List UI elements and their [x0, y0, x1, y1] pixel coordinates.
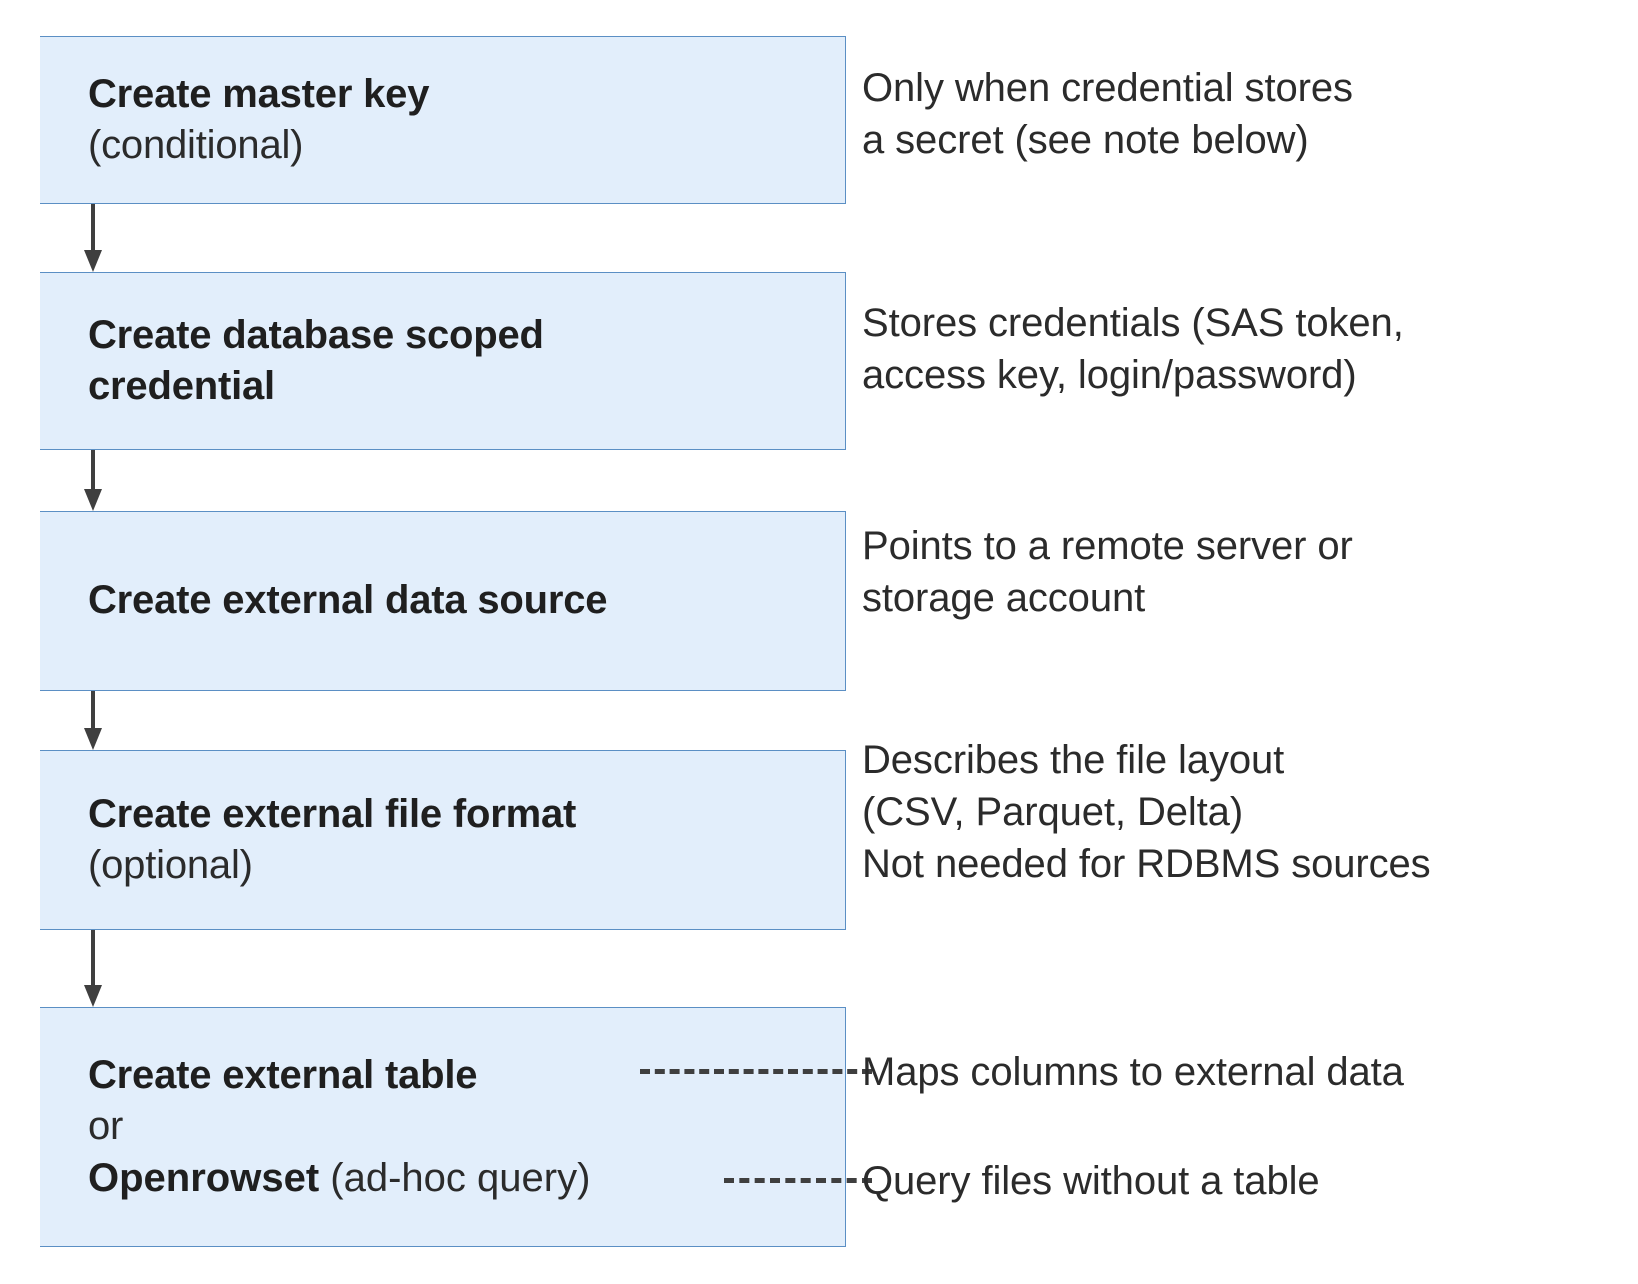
arrow-head — [84, 489, 102, 511]
step-heading: Create database scoped credential — [88, 312, 544, 408]
step-box-create-external-data-source[interactable]: Create external data source — [40, 511, 846, 691]
option-b-qualifier: (ad-hoc query) — [319, 1155, 591, 1200]
step-heading: Create master key — [88, 71, 430, 116]
option-connector-word: or — [88, 1104, 124, 1149]
arrow-shaft — [91, 450, 95, 489]
dashed-connector-1 — [640, 1069, 872, 1074]
down-arrow-connector-1 — [84, 204, 102, 272]
step-box-create-external-file-format[interactable]: Create external file format (optional) — [40, 750, 846, 930]
down-arrow-connector-4 — [84, 930, 102, 1007]
step-box-create-master-key[interactable]: Create master key (conditional) — [40, 36, 846, 204]
step-heading: Create external file format — [88, 791, 577, 836]
note-create-external-file-format: Describes the file layout (CSV, Parquet,… — [862, 738, 1431, 886]
down-arrow-connector-2 — [84, 450, 102, 511]
note-openrowset: Query files without a table — [862, 1159, 1320, 1203]
note-create-master-key: Only when credential stores a secret (se… — [862, 66, 1353, 162]
step-qualifier: (optional) — [88, 843, 253, 887]
option-b-label: Openrowset — [88, 1155, 320, 1200]
arrow-head — [84, 250, 102, 272]
note-create-external-table: Maps columns to external data — [862, 1050, 1404, 1094]
step-box-create-external-table-or-openrowset[interactable]: Create external table or Openrowset (ad-… — [40, 1007, 846, 1247]
note-create-external-data-source: Points to a remote server or storage acc… — [862, 524, 1353, 620]
arrow-shaft — [91, 691, 95, 728]
arrow-head — [84, 728, 102, 750]
step-heading: Create external data source — [88, 578, 608, 623]
arrow-shaft — [91, 930, 95, 985]
option-b-row: Openrowset (ad-hoc query) — [40, 1153, 845, 1204]
arrow-shaft — [91, 204, 95, 250]
note-create-database-scoped-credential: Stores credentials (SAS token, access ke… — [862, 301, 1404, 397]
dashed-connector-2 — [724, 1178, 872, 1183]
down-arrow-connector-3 — [84, 691, 102, 750]
step-qualifier: (conditional) — [88, 123, 304, 167]
arrow-head — [84, 985, 102, 1007]
step-box-create-database-scoped-credential[interactable]: Create database scoped credential — [40, 272, 846, 450]
option-a-label: Create external table — [88, 1053, 478, 1098]
